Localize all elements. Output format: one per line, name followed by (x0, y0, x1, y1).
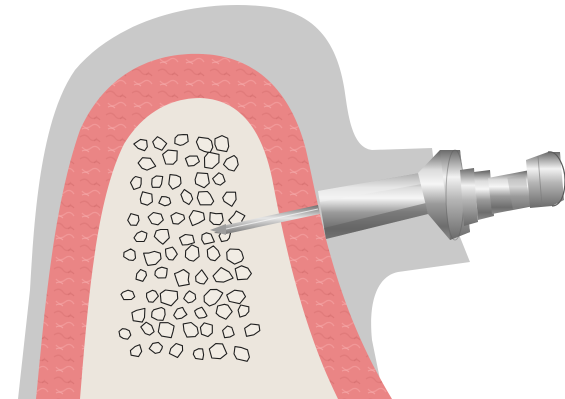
trabecular-cell (210, 213, 223, 225)
trabecular-cell (140, 192, 152, 205)
trabecular-cell (159, 197, 171, 206)
trabecular-cell (152, 176, 163, 187)
trabecular-cell (152, 308, 166, 321)
trabecular-cell (158, 323, 174, 338)
trabecular-cell (193, 349, 203, 360)
trabecular-cell (180, 235, 195, 246)
trabecular-cell (200, 323, 212, 337)
syringe-fitting (460, 152, 565, 226)
trabecular-cell (163, 150, 178, 164)
trabecular-cell (215, 136, 229, 152)
